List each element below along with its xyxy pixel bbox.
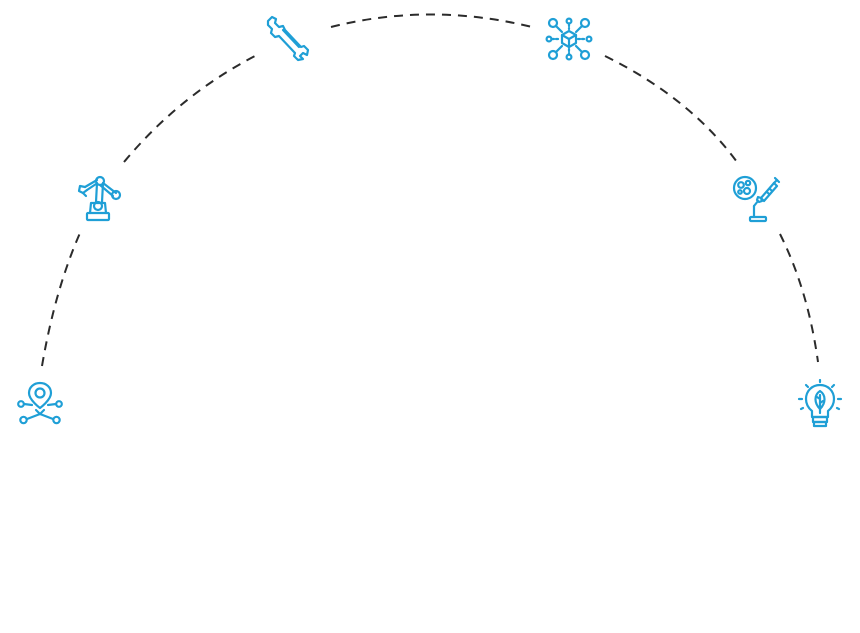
connector-3 — [330, 13, 533, 28]
connector-2 — [123, 55, 256, 163]
location-network-icon — [15, 377, 65, 427]
wrench-icon — [263, 13, 313, 63]
eco-lightbulb-icon — [795, 379, 845, 429]
connector-4 — [604, 55, 738, 163]
connector-5 — [779, 233, 819, 363]
connector-1 — [41, 232, 81, 367]
blockchain-network-icon — [544, 14, 594, 64]
robotic-arm-icon — [75, 173, 125, 223]
petri-dish-syringe-icon — [731, 173, 781, 223]
